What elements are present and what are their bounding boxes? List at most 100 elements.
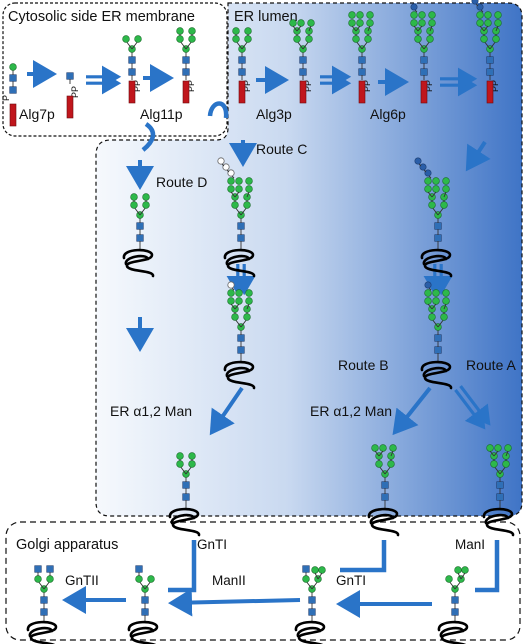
glycan-bond — [443, 303, 447, 310]
glycan-glc1man9: PP — [410, 3, 436, 104]
glcnac-icon — [434, 334, 442, 342]
mannose-icon — [418, 11, 426, 19]
mannose-icon — [142, 193, 150, 201]
arrow — [392, 386, 432, 436]
dolichol-lipid-icon — [420, 80, 428, 104]
route-a-label: Route A — [466, 357, 516, 373]
mannose-icon — [142, 201, 150, 209]
mannose-icon — [476, 11, 484, 19]
glcnac-icon — [66, 72, 74, 80]
mannose-icon — [389, 444, 397, 452]
mannose-icon — [9, 63, 17, 71]
phosphate-label: PP — [490, 80, 500, 92]
glycan-bond — [475, 3, 479, 7]
glucose-icon — [424, 281, 432, 289]
route-d-label: Route D — [156, 174, 207, 190]
glcnac-icon — [486, 68, 494, 76]
flip-arrow — [207, 101, 229, 119]
protein-icon — [420, 248, 453, 278]
glycan-bond — [443, 191, 447, 198]
arrow — [465, 140, 491, 172]
enzyme-label-manii: ManII — [212, 573, 246, 588]
glcnac-icon — [358, 56, 366, 64]
route-d-curve — [141, 122, 156, 152]
glucose-trimmed-icon — [217, 157, 225, 165]
glycan-bond — [460, 572, 466, 580]
mannose-icon — [440, 201, 448, 209]
mannose-icon — [243, 201, 251, 209]
mannose-icon — [227, 185, 235, 193]
mannose-icon — [432, 289, 440, 297]
glcnac-icon — [182, 56, 190, 64]
glcnac-icon — [40, 596, 48, 604]
glucose-icon — [424, 169, 432, 177]
glcnac-icon — [299, 68, 307, 76]
mannose-icon — [428, 11, 436, 19]
glycan-bond — [495, 25, 499, 32]
mannose-icon — [454, 566, 462, 574]
glycan-man5-core: PP — [122, 35, 142, 104]
glcnac-icon — [302, 565, 310, 573]
enzyme-label-mani: ManI — [455, 537, 485, 552]
glcnac-icon — [381, 481, 389, 489]
glycan-bond — [423, 169, 427, 173]
glycan-glc3man9: PP — [471, 0, 502, 104]
mannose-icon — [502, 460, 510, 468]
protein-icon — [294, 620, 326, 644]
mannose-icon — [235, 289, 243, 297]
glcnac-icon — [128, 56, 136, 64]
enzyme-label-alg6p: Alg6p — [370, 106, 406, 122]
mannose-icon — [410, 19, 418, 27]
mannose-icon — [245, 297, 253, 305]
dolichol-lipid-icon — [486, 80, 494, 104]
mannose-icon — [176, 35, 184, 43]
cytosolic-title: Cytosolic side ER membrane — [8, 9, 195, 25]
dolichol-lipid-icon — [238, 80, 246, 104]
glcnac-icon — [237, 334, 245, 342]
mannose-icon — [235, 297, 243, 305]
mannose-icon — [245, 289, 253, 297]
dolichol-lipid-icon — [128, 80, 136, 104]
glycan-bond — [428, 175, 432, 179]
glcnac-icon — [420, 68, 428, 76]
gnti-mid-path — [340, 540, 387, 573]
mannose-icon — [375, 460, 383, 468]
mannose-icon — [147, 575, 155, 583]
dolichol-lipid-icon — [358, 80, 366, 104]
mannose-icon — [428, 201, 436, 209]
glucose-trimmed-icon — [227, 169, 235, 177]
glycan-bond — [374, 450, 380, 457]
enzyme-label-er-man-left: ER α1,2 Man — [110, 403, 192, 419]
protein-icon — [223, 248, 256, 278]
mannose-icon — [432, 177, 440, 185]
mannose-icon — [476, 19, 484, 27]
mannose-icon — [432, 185, 440, 193]
glycan-bond — [480, 9, 484, 13]
enzyme-label-alg7p: Alg7p — [19, 106, 55, 122]
glcnac-icon — [358, 68, 366, 76]
glycan-route-a — [482, 444, 515, 537]
mannose-icon — [305, 35, 313, 43]
glycan-route-c — [217, 157, 256, 278]
glycan-bond — [493, 450, 499, 457]
glcnac-icon — [308, 608, 316, 616]
enzyme-label-er-man-right: ER α1,2 Man — [310, 403, 392, 419]
mannose-icon — [504, 444, 512, 452]
glycan-bond — [314, 572, 319, 580]
mannose-icon — [293, 35, 301, 43]
glycan-bond — [418, 163, 422, 167]
phosphate-label: PP — [303, 80, 313, 92]
mannose-icon — [442, 177, 450, 185]
mannose-icon — [235, 185, 243, 193]
mannose-icon — [492, 35, 500, 43]
mannose-icon — [366, 11, 374, 19]
glcnac-icon — [141, 608, 149, 616]
glycan-bond — [317, 572, 323, 580]
mannose-icon — [188, 27, 196, 35]
protein-icon — [168, 507, 201, 537]
glucose-icon — [476, 3, 484, 11]
mannose-icon — [428, 19, 436, 27]
mannose-icon — [440, 313, 448, 321]
